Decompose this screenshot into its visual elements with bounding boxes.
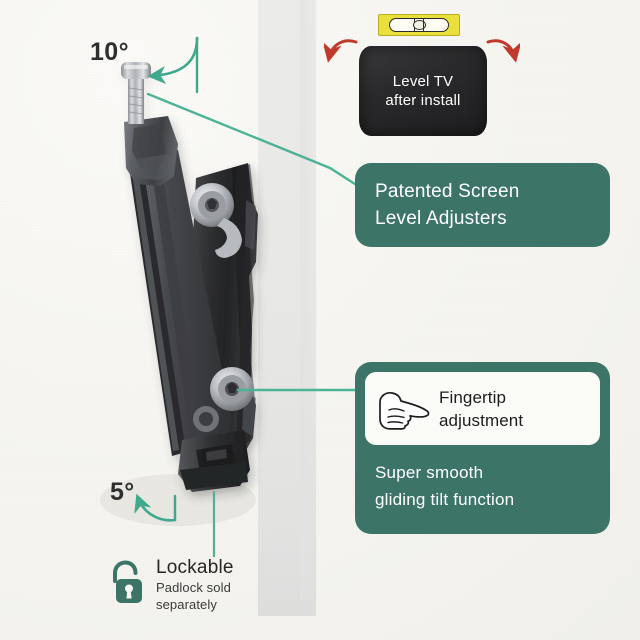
fingertip-line-2: adjustment (439, 410, 524, 430)
adjuster-screw-head (121, 62, 151, 79)
spirit-level-icon (378, 14, 460, 36)
tv-caption-line-2: after install (385, 92, 461, 109)
spirit-level-vial (389, 18, 449, 32)
rail-right (150, 157, 204, 455)
upper-lock-tab (215, 218, 242, 258)
tilt-arm (132, 140, 232, 458)
lockable-sub-line-1: Padlock sold (156, 580, 231, 595)
fingertip-adjustment-card: Fingertip adjustment (365, 372, 600, 445)
lockable-callout: Lockable Padlock sold separately (106, 556, 281, 626)
banner-line-1: Patented Screen (375, 181, 520, 202)
fingertip-adjustment-panel: Fingertip adjustment Super smooth glidin… (355, 362, 610, 534)
curved-arrow-right-icon (486, 39, 520, 63)
banner-line-2: Level Adjusters (375, 208, 507, 229)
mount-assembly (121, 62, 258, 492)
tv-caption-line-1: Level TV (392, 73, 454, 90)
lockable-text: Lockable Padlock sold separately (156, 556, 234, 613)
lockable-sub-line-2: separately (156, 597, 217, 612)
patented-screen-level-adjusters-banner: Patented Screen Level Adjusters (355, 163, 610, 247)
lower-secondary-pivot (193, 406, 219, 432)
angle-label-top: 10° (90, 38, 130, 66)
spirit-level-bubble (413, 20, 426, 30)
adjuster-screw-shaft (128, 78, 144, 124)
lockable-title: Lockable (156, 557, 234, 578)
open-padlock-icon (113, 560, 142, 603)
panel-subtext-line-2: gliding tilt function (375, 490, 515, 509)
level-tv-callout: Level TV after install (324, 14, 520, 142)
upper-pivot-knob (190, 183, 242, 258)
lower-tilt-knob (210, 367, 254, 411)
pointing-hand-icon (379, 391, 430, 430)
fingertip-card-text: Fingertip adjustment (439, 386, 523, 432)
curved-arrow-left-icon (324, 39, 358, 63)
angle-label-bottom: 5° (110, 478, 135, 506)
panel-subtext: Super smooth gliding tilt function (375, 459, 600, 513)
panel-subtext-line-1: Super smooth (375, 463, 484, 482)
fingertip-line-1: Fingertip (439, 387, 507, 407)
tv-graphic: Level TV after install (359, 46, 487, 136)
